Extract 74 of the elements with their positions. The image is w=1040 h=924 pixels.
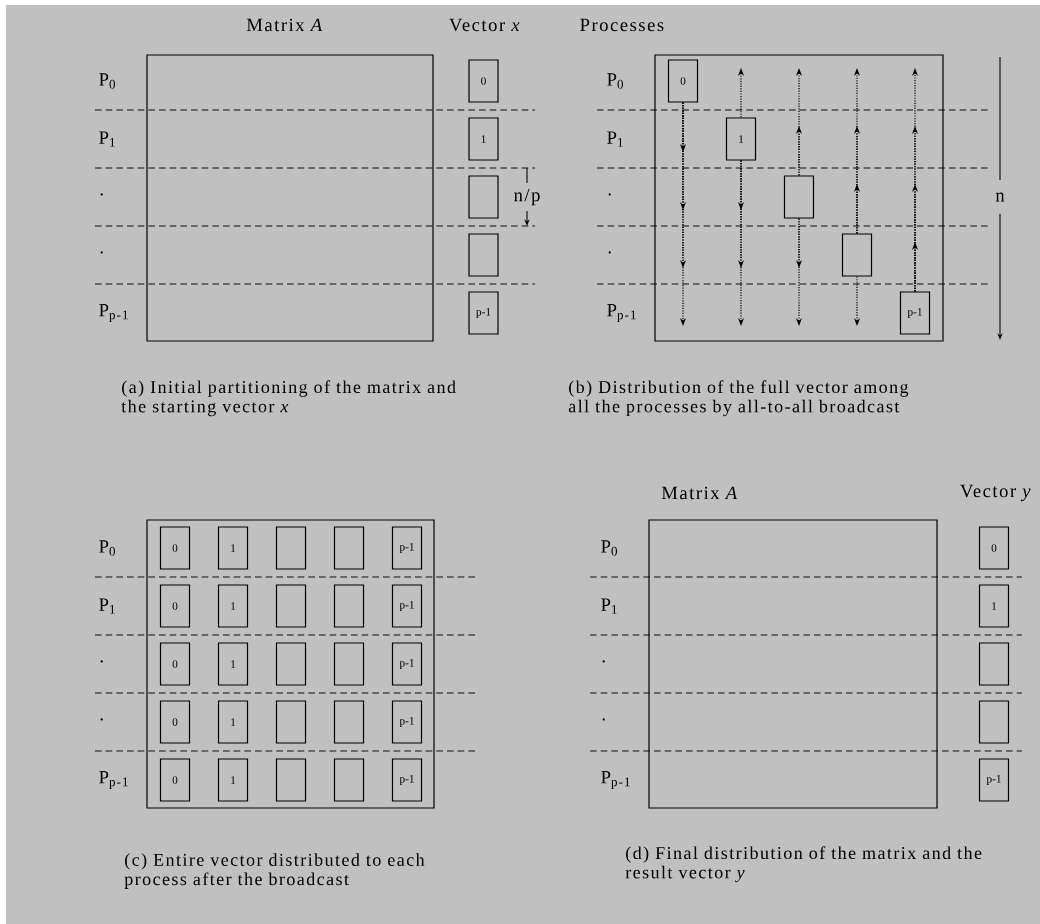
- matrix-box: [146, 54, 434, 342]
- row-label: P$_{1}$: [99, 131, 115, 147]
- vector-block: 0: [159, 526, 191, 570]
- column-heading: Processes: [580, 18, 664, 32]
- row-label: ·: [608, 251, 611, 254]
- row-label: P$_{1}$: [99, 598, 115, 614]
- vector-block: [333, 584, 365, 628]
- vector-block: [468, 175, 499, 219]
- vector-block: 0: [468, 59, 499, 103]
- row-label: P$_{1}$: [607, 131, 623, 147]
- vector-block: p-1: [391, 642, 423, 686]
- row-label: ·: [100, 251, 103, 254]
- vector-block: 1: [217, 700, 249, 744]
- vector-block: p-1: [899, 291, 931, 335]
- row-label: P$_{0}$: [601, 540, 618, 556]
- vector-block: [841, 233, 873, 277]
- vector-block: [333, 526, 365, 570]
- vector-block: [468, 233, 499, 277]
- panel-caption: (c) Entire vector distributed to each process after the broadcast: [124, 853, 425, 889]
- vector-block: 1: [725, 117, 757, 161]
- vector-block: [275, 642, 307, 686]
- row-label: P$_{p-1}$: [99, 771, 128, 789]
- vector-block: [333, 700, 365, 744]
- vector-block: [275, 758, 307, 802]
- vector-block: [333, 642, 365, 686]
- vector-block: 0: [159, 642, 191, 686]
- vector-block: p-1: [391, 584, 423, 628]
- vector-block: 1: [217, 526, 249, 570]
- vector-block: 0: [159, 758, 191, 802]
- row-label: P$_{0}$: [607, 73, 624, 89]
- vector-block: [275, 700, 307, 744]
- row-label: P$_{0}$: [99, 540, 116, 556]
- vector-block: 1: [978, 584, 1010, 628]
- vector-block: 0: [667, 59, 699, 103]
- vector-block: 1: [217, 758, 249, 802]
- panel-caption: (d) Final distribution of the matrix and the result vector y: [625, 846, 982, 883]
- row-label: ·: [100, 193, 103, 196]
- vector-block: 1: [468, 117, 499, 161]
- vector-block: [275, 526, 307, 570]
- vector-block: [978, 700, 1010, 744]
- column-heading: Matrix A: [661, 486, 738, 500]
- row-label: P$_{0}$: [99, 73, 116, 89]
- vector-block: [333, 758, 365, 802]
- matrix-box: [648, 519, 938, 809]
- row-label: ·: [602, 718, 605, 721]
- column-heading: Vector y: [960, 484, 1031, 502]
- vector-block: 0: [159, 584, 191, 628]
- vector-block: p-1: [468, 291, 499, 335]
- vector-block: [275, 584, 307, 628]
- vector-block: p-1: [391, 526, 423, 570]
- row-label: P$_{p-1}$: [607, 304, 636, 322]
- matrix-box: [146, 519, 435, 809]
- row-label: ·: [100, 718, 103, 721]
- vector-block: p-1: [978, 758, 1010, 802]
- dimension-label: n: [994, 191, 1006, 203]
- row-label: ·: [100, 660, 103, 663]
- row-label: P$_{p-1}$: [601, 771, 630, 789]
- matrix-box: [654, 54, 944, 342]
- panel-caption: (b) Distribution of the full vector among all the processes by all-to-all broadcast: [568, 380, 909, 417]
- row-label: ·: [608, 193, 611, 196]
- vector-block: 0: [978, 526, 1010, 570]
- vector-block: 1: [217, 642, 249, 686]
- vector-block: p-1: [391, 700, 423, 744]
- panel-caption: (a) Initial partitioning of the matrix and the starting vector x: [121, 380, 456, 417]
- row-label: P$_{p-1}$: [99, 304, 128, 322]
- column-heading: Vector x: [449, 18, 520, 32]
- vector-block: p-1: [391, 758, 423, 802]
- vector-block: [783, 175, 815, 219]
- row-label: ·: [602, 660, 605, 663]
- row-label: P$_{1}$: [601, 598, 617, 614]
- column-heading: Matrix A: [246, 18, 323, 32]
- vector-block: 0: [159, 700, 191, 744]
- vector-block: [978, 642, 1010, 686]
- vector-block: 1: [217, 584, 249, 628]
